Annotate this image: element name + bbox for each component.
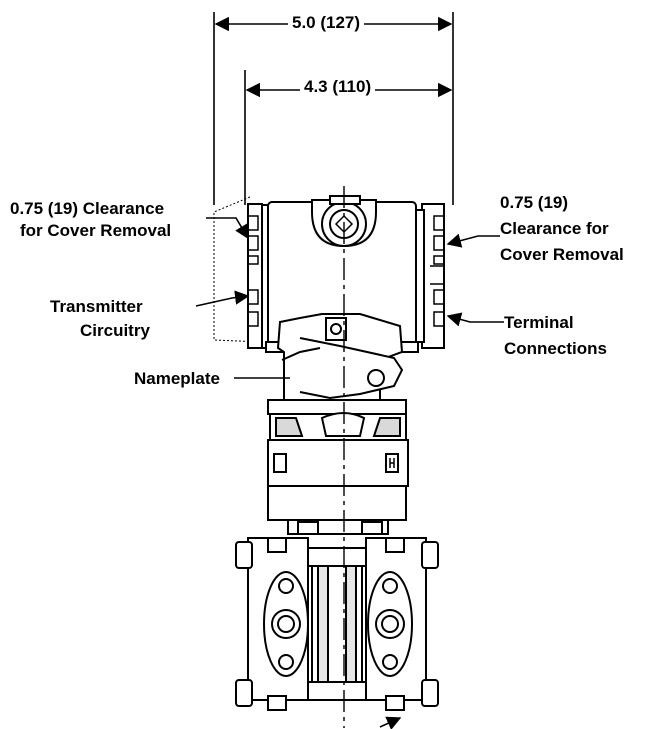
left-clearance-label-line2: for Cover Removal: [20, 221, 172, 240]
leader-right-clearance: [446, 233, 500, 248]
leader-bottom: [379, 716, 402, 729]
dimension-lines: [213, 12, 454, 205]
housing-width-dimension: 4.3 (110): [300, 76, 376, 98]
overall-width-dimension: 5.0 (127): [288, 12, 365, 34]
sensor-module: [267, 412, 409, 535]
right-clearance-label-line1: 0.75 (19): [500, 193, 569, 212]
left-clearance-label-line1: 0.75 (19) Clearance: [10, 199, 165, 218]
process-flange: [235, 537, 439, 711]
leader-transmitter-circuitry: [195, 290, 250, 307]
terminal-connections-label-line2: Connections: [504, 339, 607, 358]
housing-neck: [267, 313, 407, 415]
right-clearance-label-line2: Clearance for: [500, 219, 609, 238]
nameplate-label: Nameplate: [134, 369, 220, 388]
leader-left-clearance: [206, 217, 249, 240]
leader-terminal-connections: [446, 312, 504, 327]
terminal-connections-label-line1: Terminal: [504, 313, 574, 332]
right-clearance-label-line3: Cover Removal: [500, 245, 624, 264]
leader-lines: [195, 217, 504, 729]
transmitter-circuitry-label-line2: Circuitry: [80, 321, 150, 340]
transmitter-circuitry-label-line1: Transmitter: [50, 297, 143, 316]
